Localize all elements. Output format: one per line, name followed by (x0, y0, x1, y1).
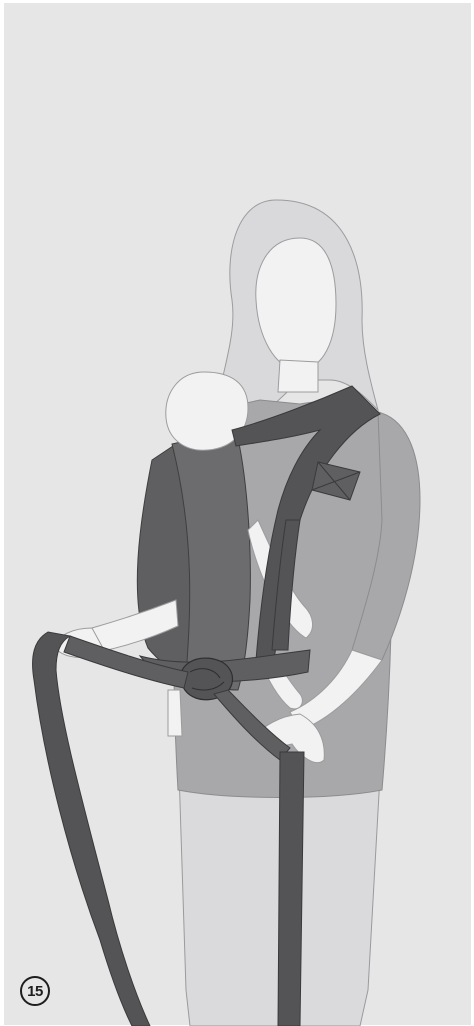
neck (278, 360, 318, 392)
right-hanging-strap (278, 752, 304, 1026)
left-hanging-strap (33, 632, 150, 1026)
step-number: 15 (27, 984, 43, 999)
step-number-badge: 15 (20, 976, 50, 1006)
baby-foot (168, 690, 182, 736)
